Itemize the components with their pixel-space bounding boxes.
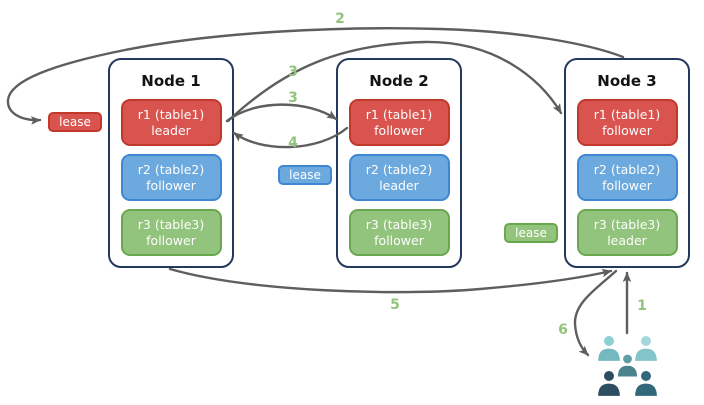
replica-range: r3 (table3)	[137, 216, 205, 232]
node-box-1: Node 1 r1 (table1) leader r2 (table2) fo…	[108, 58, 234, 268]
node-title: Node 2	[369, 72, 429, 90]
replica-range: r2 (table2)	[365, 161, 433, 177]
step-label-3b: 3	[288, 90, 298, 106]
lease-badge-blue: lease	[278, 165, 332, 185]
replica-range: r3 (table3)	[593, 216, 661, 232]
step-label-2: 2	[335, 11, 345, 27]
replica-range: r1 (table1)	[137, 106, 205, 122]
step-label-4: 4	[288, 135, 298, 151]
replica-block-r1: r1 (table1) leader	[120, 99, 222, 146]
node-box-3: Node 3 r1 (table1) follower r2 (table2) …	[564, 58, 690, 268]
replica-block-r3: r3 (table3) leader	[576, 209, 678, 256]
replica-range: r2 (table2)	[593, 161, 661, 177]
replica-block-r2: r2 (table2) follower	[576, 154, 678, 201]
arrow-step-2	[6, 27, 625, 125]
arrow-step-3-to-node2	[225, 103, 338, 123]
replica-role: follower	[146, 177, 196, 193]
lease-badge-green: lease	[504, 223, 558, 243]
replica-role: follower	[602, 122, 652, 138]
replica-role: leader	[607, 232, 647, 248]
replica-role: leader	[151, 122, 191, 138]
replica-role: leader	[379, 177, 419, 193]
person-icon	[633, 369, 659, 398]
person-icon	[596, 334, 622, 363]
person-icon	[596, 369, 622, 398]
step-label-5: 5	[390, 297, 400, 313]
step-label-1: 1	[637, 298, 647, 314]
replica-range: r3 (table3)	[365, 216, 433, 232]
replica-block-r2: r2 (table2) follower	[120, 154, 222, 201]
person-icon	[616, 353, 639, 378]
replica-block-r2: r2 (table2) leader	[348, 154, 450, 201]
node-title: Node 1	[141, 72, 201, 90]
replica-block-r3: r3 (table3) follower	[348, 209, 450, 256]
replica-role: follower	[146, 232, 196, 248]
replica-range: r2 (table2)	[137, 161, 205, 177]
replica-range: r1 (table1)	[365, 106, 433, 122]
users-group-icon	[596, 334, 659, 398]
arrow-step-6	[573, 269, 618, 357]
step-label-3a: 3	[288, 64, 298, 80]
replica-block-r1: r1 (table1) follower	[576, 99, 678, 146]
replica-role: follower	[374, 232, 424, 248]
replica-block-r1: r1 (table1) follower	[348, 99, 450, 146]
person-icon	[633, 334, 659, 363]
step-label-6: 6	[558, 322, 568, 338]
node-title: Node 3	[597, 72, 657, 90]
replica-range: r1 (table1)	[593, 106, 661, 122]
replica-block-r3: r3 (table3) follower	[120, 209, 222, 256]
replica-role: follower	[374, 122, 424, 138]
arrow-step-5	[168, 267, 613, 294]
lease-badge-red: lease	[48, 112, 102, 132]
replica-role: follower	[602, 177, 652, 193]
node-box-2: Node 2 r1 (table1) follower r2 (table2) …	[336, 58, 462, 268]
